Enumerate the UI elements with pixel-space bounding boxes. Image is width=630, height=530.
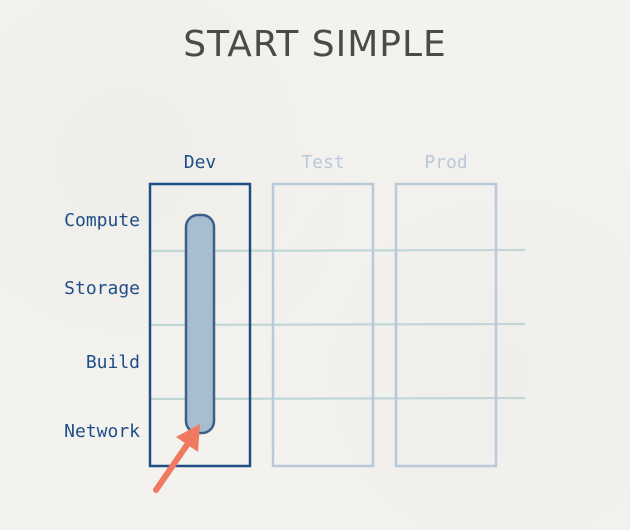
column-label-prod: Prod — [424, 152, 468, 173]
pointer-arrow — [153, 424, 200, 493]
column-box-prod — [394, 182, 498, 468]
row-label-network: Network — [64, 421, 140, 442]
row-label-build: Build — [85, 352, 140, 373]
slide-title: START SIMPLE — [183, 24, 447, 65]
column-label-dev: Dev — [183, 152, 217, 173]
column-label-test: Test — [301, 152, 345, 173]
column-box-dev — [148, 182, 252, 468]
row-label-storage: Storage — [64, 278, 140, 299]
row-label-compute: Compute — [64, 210, 140, 231]
dev-stack-bar — [184, 213, 216, 435]
column-box-test — [271, 182, 375, 468]
